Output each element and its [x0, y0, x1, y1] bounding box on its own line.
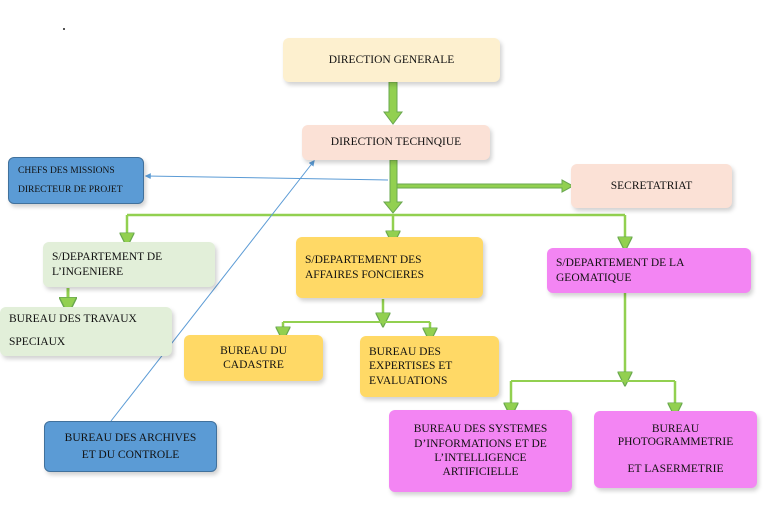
node-bureau-archives: BUREAU DES ARCHIVES ET DU CONTROLE [44, 421, 217, 472]
node-bureau-cadastre: BUREAU DU CADASTRE [184, 335, 323, 381]
node-secretariat: SECRETATRIAT [571, 164, 732, 208]
arrow-dg-to-dt [383, 81, 403, 125]
node-direction-generale: DIRECTION GENERALE [283, 38, 500, 82]
node-bureau-systemes-information: BUREAU DES SYSTEMES D’INFORMATIONS ET DE… [389, 410, 572, 492]
node-bureau-travaux-speciaux: BUREAU DES TRAVAUX SPECIAUX [0, 307, 172, 356]
node-sdep-affaires-foncieres: S/DEPARTEMENT DES AFFAIRES FONCIERES [296, 237, 483, 298]
node-direction-technique: DIRECTION TECHNQIUE [302, 125, 490, 160]
arrow-dt-down [382, 159, 404, 214]
arrow-to-chefs-missions [144, 173, 389, 181]
node-chefs-missions: CHEFS DES MISSIONS DIRECTEUR DE PROJET [8, 157, 144, 204]
node-bureau-photogrammetrie: BUREAU PHOTOGRAMMETRIE ET LASERMETRIE [594, 411, 757, 488]
arrow-to-secretariat [396, 179, 575, 193]
stray-dot [63, 28, 65, 30]
node-bureau-expertises: BUREAU DES EXPERTISES ET EVALUATIONS [360, 336, 499, 397]
node-sdep-geomatique: S/DEPARTEMENT DE LA GEOMATIQUE [547, 248, 751, 293]
node-sdep-ingenierie: S/DEPARTEMENT DE L’INGENIERE [43, 242, 215, 287]
